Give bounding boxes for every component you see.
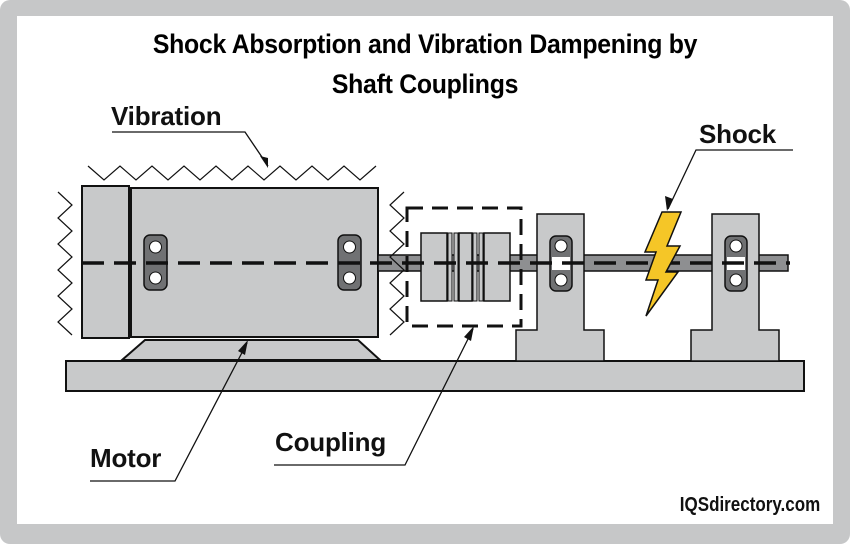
brand-watermark: IQSdirectory.com [679,494,820,516]
bolt-hole [149,271,162,285]
base-plate [65,360,805,392]
vibration-zigzag-right [389,191,405,336]
coupling-disc [472,232,478,302]
coupling-leader-line [274,328,474,466]
vibration-zigzag-top [87,165,377,181]
bolt-hole [729,273,743,287]
shock-leader-line [667,149,793,210]
coupling-spacer [458,232,473,302]
vibration-zigzag-left [57,191,73,336]
coupling-disc [447,232,453,302]
coupling-label: Coupling [275,427,387,457]
coupling-hub-right [483,232,511,302]
bolt-hole [554,239,568,253]
motor-label: Motor [90,443,162,473]
motor-leader-line [90,342,248,482]
bolt-hole [343,240,356,254]
arrow-head [238,340,248,355]
bolt-hole [554,273,568,287]
bearing-slot [552,257,570,270]
bolt-hole [149,240,162,254]
title-line-1: Shock Absorption and Vibration Dampening… [152,29,698,59]
bolt-hole [729,239,743,253]
vibration-label: Vibration [111,101,222,131]
arrow-head [260,156,268,168]
arrow-head [464,326,474,341]
arrow-head [665,196,673,211]
diagram-title: Shock Absorption and Vibration Dampening… [34,24,816,104]
coupling-disc [478,232,484,302]
motor-foot [119,339,383,361]
vibration-leader-line [112,131,269,167]
shock-label: Shock [699,119,777,149]
coupling-highlight-box [405,206,523,328]
bolt-hole [343,271,356,285]
title-line-2: Shaft Couplings [331,69,519,99]
coupling-disc [453,232,459,302]
lightning-bolt-icon [643,211,683,317]
coupling-hub-left [420,232,448,302]
